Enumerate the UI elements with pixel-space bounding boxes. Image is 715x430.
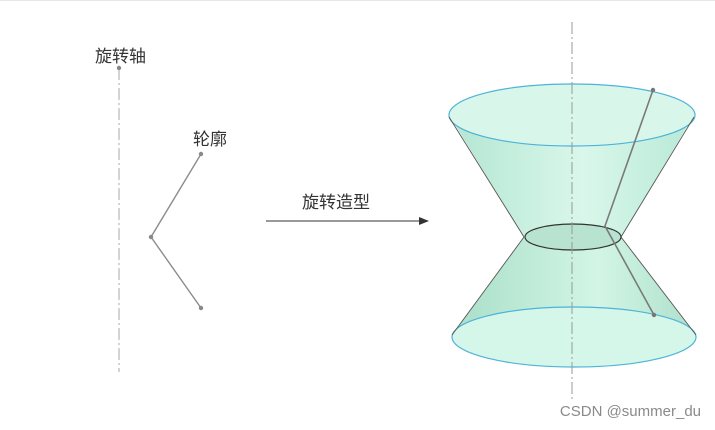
rotation-axis-point	[116, 65, 122, 71]
waist-ellipse	[524, 223, 622, 251]
rotation-axis-label: 旋转轴	[95, 47, 146, 67]
silhouette-upper-left	[448, 116, 525, 238]
surface-profile-polyline	[604, 89, 655, 316]
profile-label: 轮廓	[193, 130, 227, 150]
silhouette-lower-left	[451, 236, 525, 336]
profile-point-top	[198, 151, 204, 157]
surface-profile-point-top	[650, 87, 656, 93]
watermark: CSDN @summer_du	[559, 403, 701, 420]
top-border	[0, 0, 715, 1]
profile-point-mid	[148, 234, 154, 240]
revolve-action-label: 旋转造型	[302, 193, 370, 213]
surface-profile-point-bottom	[651, 312, 657, 318]
bottom-rim	[451, 306, 697, 368]
profile-polyline	[150, 153, 202, 309]
silhouette-upper-right	[620, 116, 695, 238]
profile-point-bottom	[198, 305, 204, 311]
silhouette-lower-right	[620, 236, 697, 336]
